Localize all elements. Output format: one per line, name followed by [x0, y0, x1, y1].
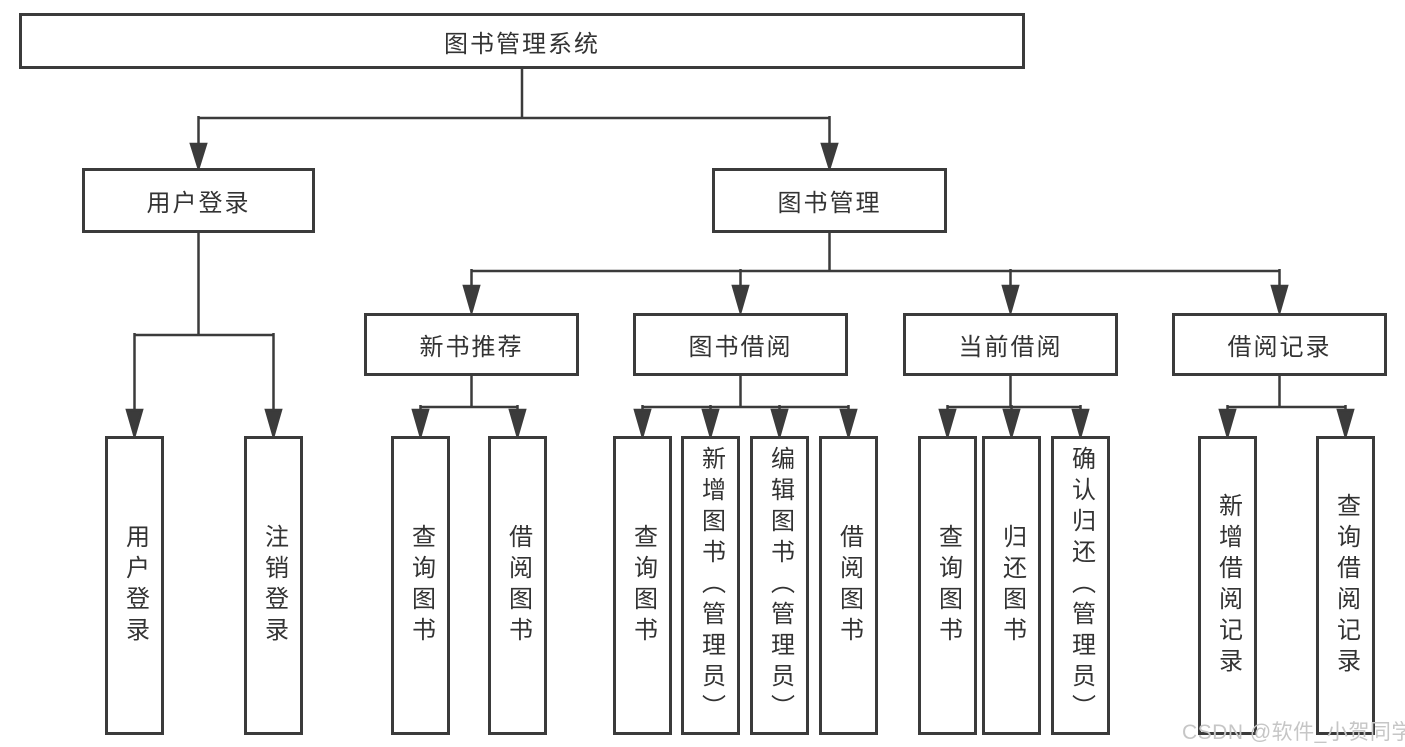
node-current-borrowing-label: 当前借阅	[958, 334, 1063, 361]
leaf-borrow-book: 借阅图书	[819, 436, 878, 735]
leaf-add-book-admin-label: 新增图书（管理员）	[697, 446, 725, 725]
node-root: 图书管理系统	[19, 13, 1025, 69]
leaf-add-borrow-record: 新增借阅记录	[1198, 436, 1257, 735]
node-user-login-branch: 用户登录	[82, 168, 315, 233]
leaf-borrow-book-recommend: 借阅图书	[488, 436, 547, 735]
leaf-query-book-recommend: 查询图书	[391, 436, 450, 735]
node-book-management-branch-label: 图书管理	[777, 190, 882, 217]
connector-user-login-to-leaves	[125, 232, 283, 441]
node-new-book-recommend: 新书推荐	[364, 313, 579, 376]
watermark: CSDN @软件_小贺同学	[1182, 721, 1405, 744]
leaf-confirm-return-admin-label: 确认归还（管理员）	[1067, 446, 1095, 725]
leaf-return-book-label: 归还图书	[998, 523, 1026, 648]
connector-new-book-recommend-to-leaves	[411, 374, 527, 441]
node-current-borrowing: 当前借阅	[903, 313, 1118, 376]
connector-book-mgmt-to-sections	[462, 232, 1289, 317]
leaf-user-login-label: 用户登录	[121, 523, 149, 648]
node-book-borrowing-label: 图书借阅	[688, 334, 793, 361]
leaf-add-book-admin: 新增图书（管理员）	[681, 436, 740, 735]
node-root-label: 图书管理系统	[444, 30, 600, 58]
connector-book-borrowing-to-leaves	[633, 374, 858, 441]
leaf-logout: 注销登录	[244, 436, 303, 735]
leaf-borrow-book-label: 借阅图书	[835, 523, 863, 648]
connector-borrowing-records-to-leaves	[1218, 374, 1355, 441]
leaf-edit-book-admin-label: 编辑图书（管理员）	[766, 446, 794, 725]
connector-root-to-level2	[189, 69, 839, 173]
node-borrowing-records: 借阅记录	[1172, 313, 1387, 376]
node-new-book-recommend-label: 新书推荐	[419, 334, 524, 361]
node-user-login-branch-label: 用户登录	[146, 190, 251, 217]
leaf-query-borrow-record: 查询借阅记录	[1316, 436, 1375, 735]
leaf-query-borrow-record-label: 查询借阅记录	[1332, 492, 1360, 679]
leaf-return-book: 归还图书	[982, 436, 1041, 735]
leaf-query-book-recommend-label: 查询图书	[407, 523, 435, 648]
leaf-query-book-current-label: 查询图书	[934, 523, 962, 648]
leaf-query-book-borrowing-label: 查询图书	[629, 523, 657, 648]
leaf-add-borrow-record-label: 新增借阅记录	[1214, 492, 1242, 679]
connector-current-borrowing-to-leaves	[938, 374, 1090, 441]
node-book-management-branch: 图书管理	[712, 168, 947, 233]
node-book-borrowing: 图书借阅	[633, 313, 848, 376]
leaf-user-login: 用户登录	[105, 436, 164, 735]
leaf-query-book-current: 查询图书	[918, 436, 977, 735]
leaf-logout-label: 注销登录	[260, 523, 288, 648]
leaf-query-book-borrowing: 查询图书	[613, 436, 672, 735]
leaf-confirm-return-admin: 确认归还（管理员）	[1051, 436, 1110, 735]
node-borrowing-records-label: 借阅记录	[1227, 334, 1332, 361]
leaf-borrow-book-recommend-label: 借阅图书	[504, 523, 532, 648]
leaf-edit-book-admin: 编辑图书（管理员）	[750, 436, 809, 735]
